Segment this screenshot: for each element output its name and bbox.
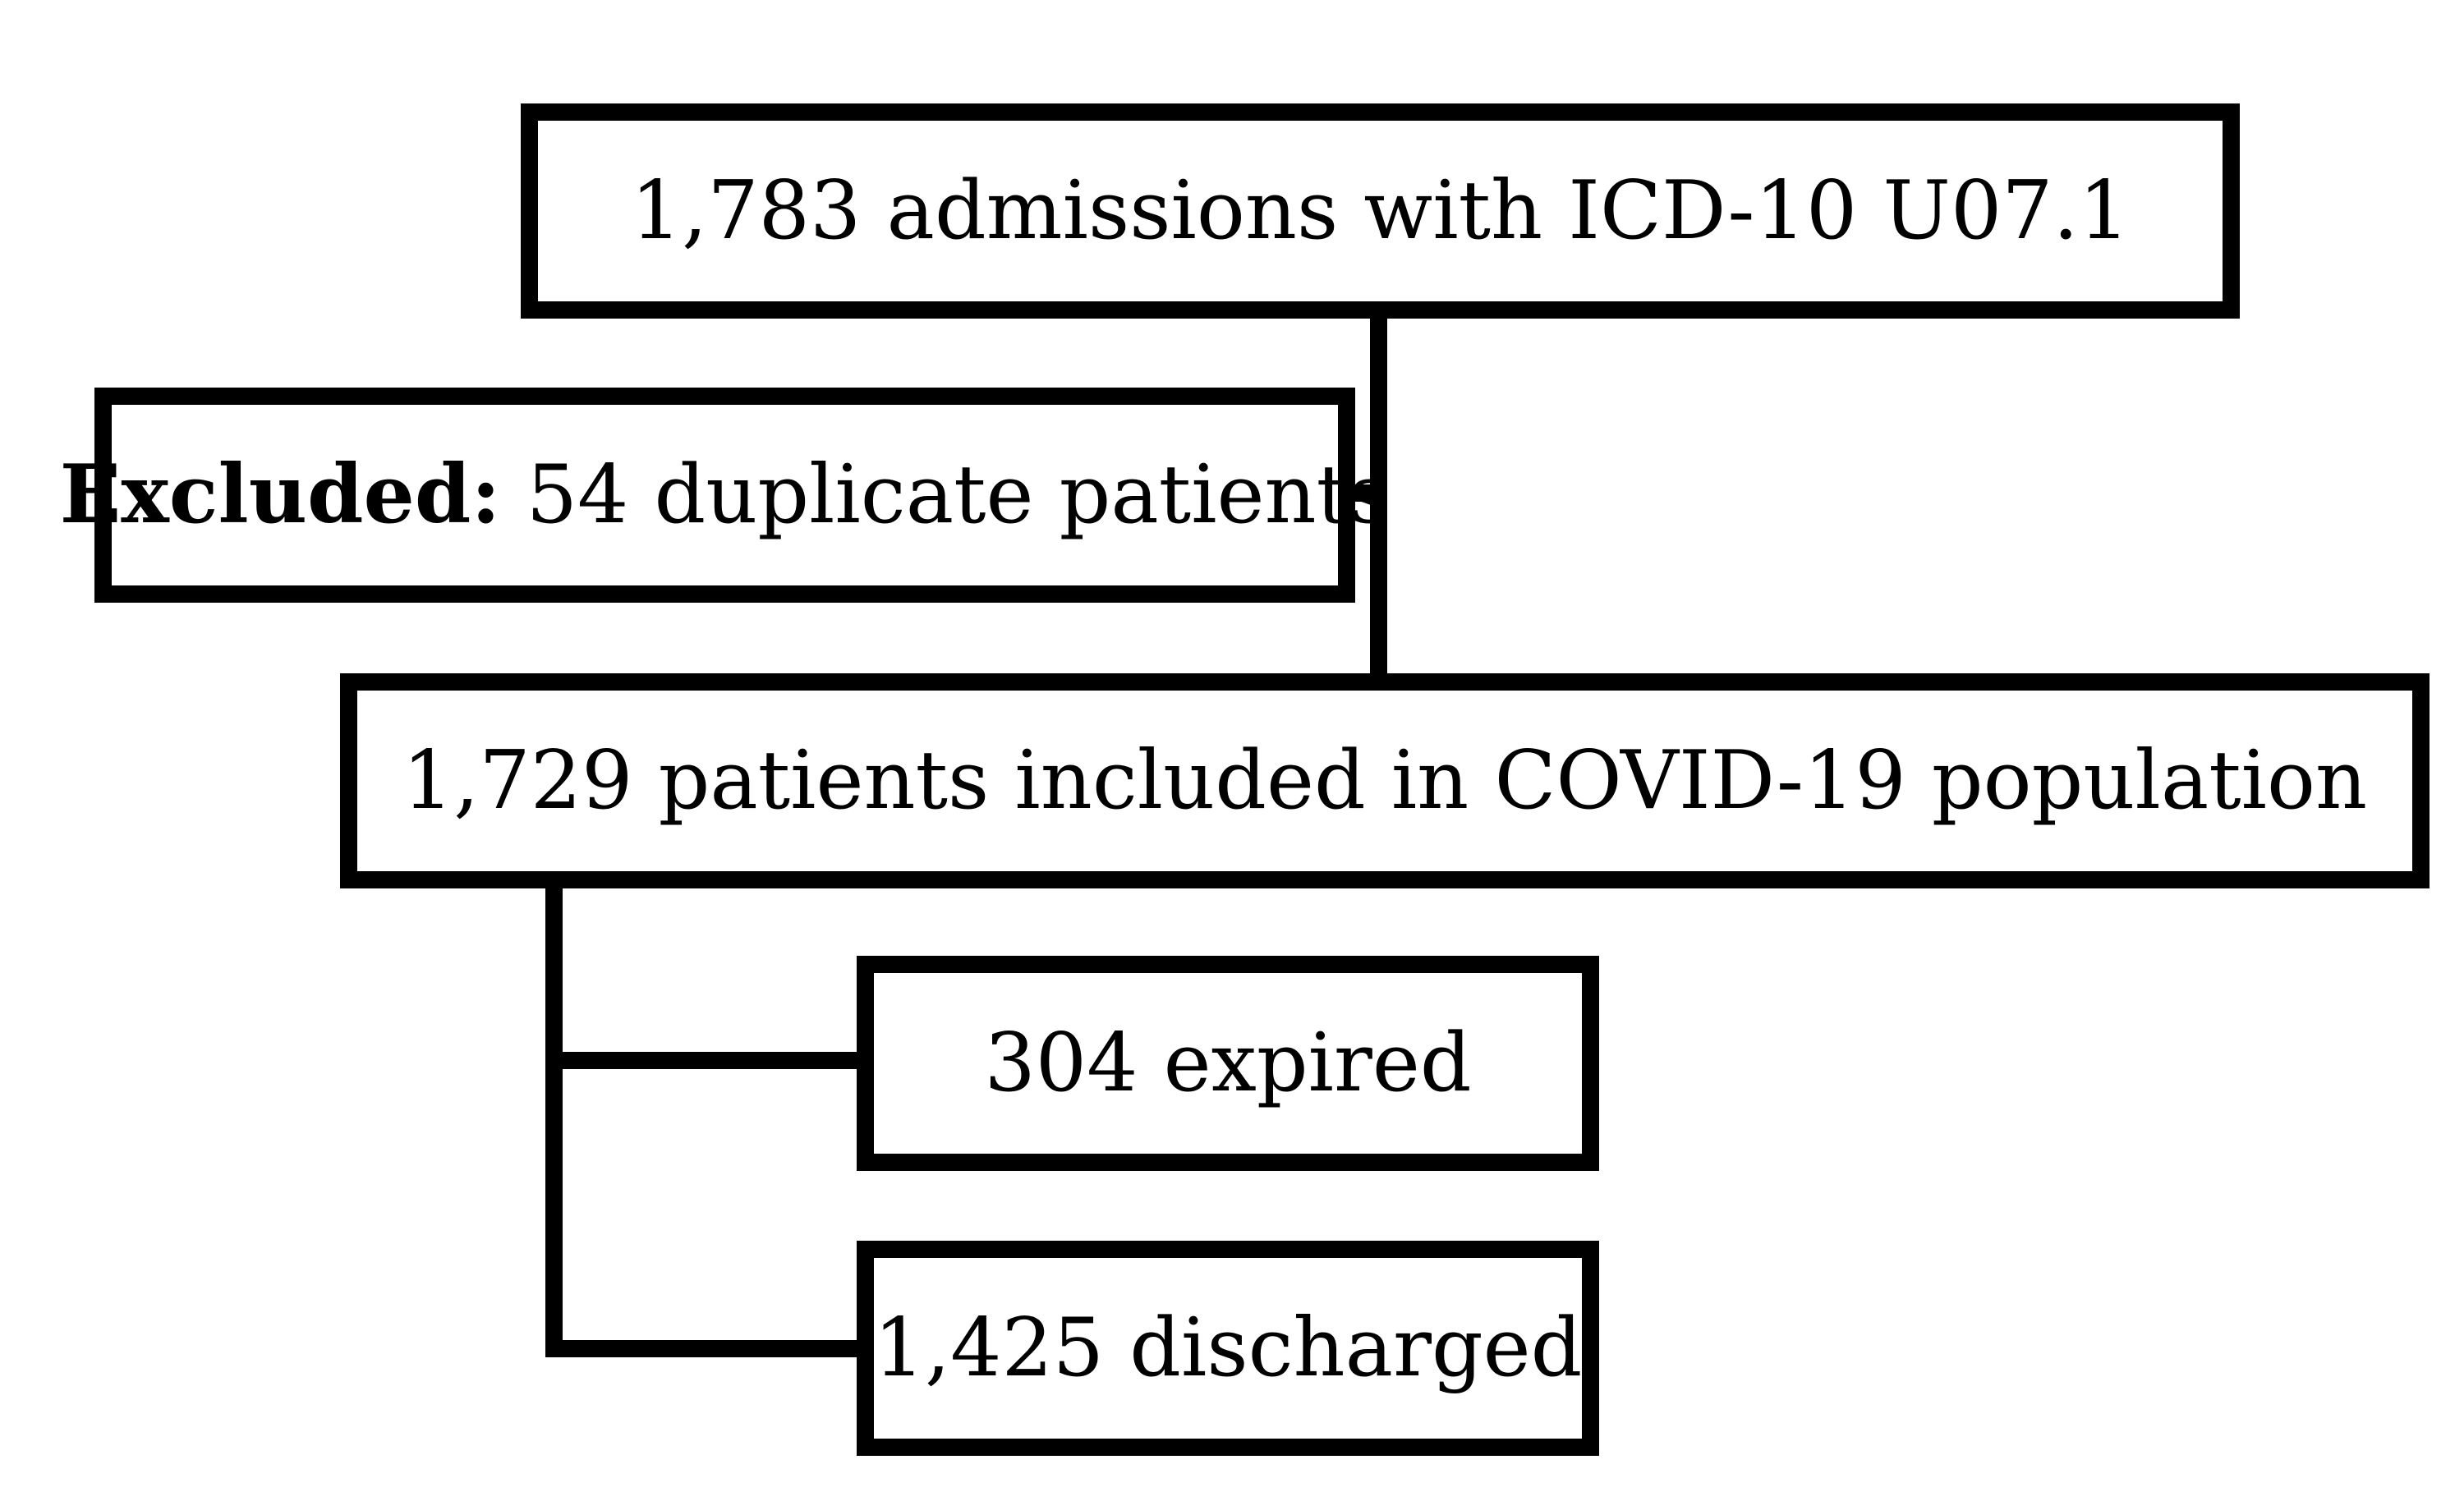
expired-text: 304 expired (984, 1017, 1472, 1110)
connector-outcomes-vertical (545, 874, 563, 1357)
connector-discharged-horizontal (545, 1340, 864, 1357)
excluded-text-wrapper: Excluded: 54 duplicate patients (60, 455, 1391, 536)
admissions-box: 1,783 admissions with ICD-10 U07.1 (521, 103, 2240, 319)
connector-expired-horizontal (545, 1052, 864, 1069)
discharged-text: 1,425 discharged (873, 1301, 1583, 1395)
excluded-text: 54 duplicate patients (526, 448, 1391, 542)
included-text: 1,729 patients included in COVID-19 popu… (402, 734, 2368, 828)
excluded-box: Excluded: 54 duplicate patients (60, 388, 1390, 603)
discharged-box: 1,425 discharged (857, 1241, 1599, 1456)
admissions-text: 1,783 admissions with ICD-10 U07.1 (630, 164, 2131, 258)
included-box: 1,729 patients included in COVID-19 popu… (340, 673, 2430, 888)
expired-box: 304 expired (857, 956, 1599, 1171)
excluded-label: Excluded: (59, 448, 501, 542)
